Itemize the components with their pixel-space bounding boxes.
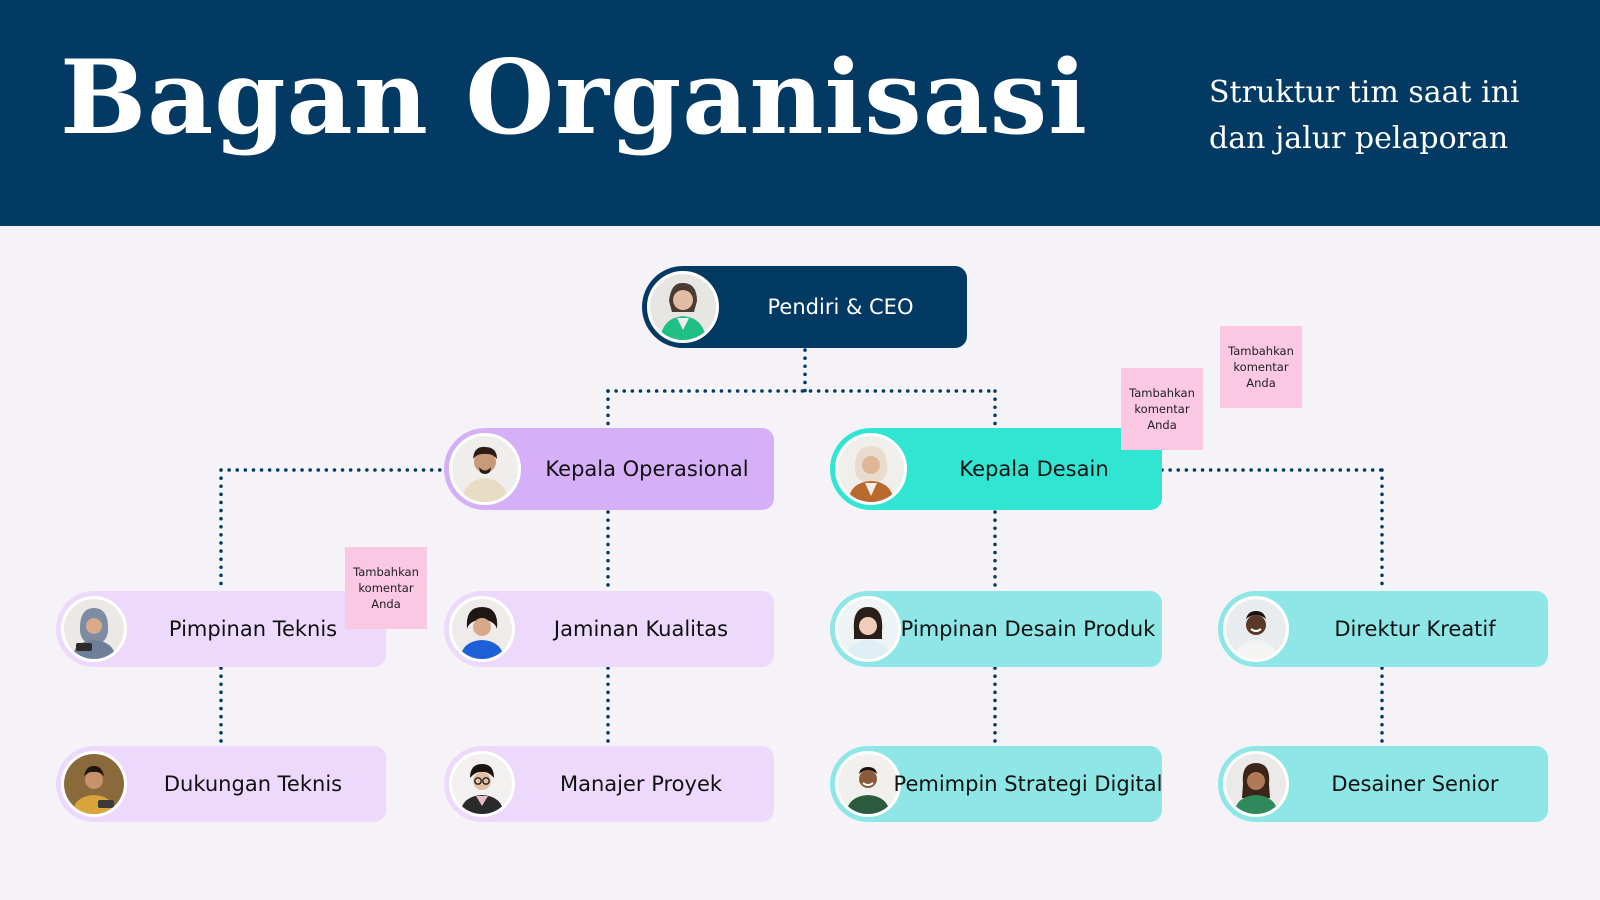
comment-note-line-1: Tambahkan — [353, 565, 419, 579]
avatar-tech-support — [61, 751, 127, 817]
avatar-senior-designer — [1223, 751, 1289, 817]
node-product-design-lead-label: Pimpinan Desain Produk — [900, 617, 1156, 641]
node-ceo-label: Pendiri & CEO — [767, 295, 914, 319]
node-creative-director-label: Direktur Kreatif — [1334, 617, 1496, 641]
node-design-head-label: Kepala Desain — [959, 457, 1109, 481]
node-senior-designer[interactable]: Desainer Senior — [1218, 746, 1548, 822]
node-tech-lead[interactable]: Pimpinan Teknis — [56, 591, 386, 667]
comment-note[interactable]: Tambahkan komentar Anda — [1121, 368, 1203, 450]
avatar-project-manager — [449, 751, 515, 817]
page-subtitle: Struktur tim saat ini dan jalur pelapora… — [1209, 70, 1549, 162]
node-digital-strategy-lead[interactable]: Pemimpin Strategi Digital — [830, 746, 1162, 822]
avatar-tech-lead — [61, 596, 127, 662]
connector-ops-left — [219, 468, 446, 592]
subtitle-line-1: Struktur tim saat ini — [1209, 75, 1520, 110]
avatar-qa — [449, 596, 515, 662]
node-tech-support-label: Dukungan Teknis — [163, 772, 343, 796]
avatar-digital-strategy-lead — [835, 751, 901, 817]
comment-note-line-1: Tambahkan — [1228, 344, 1294, 358]
node-tech-lead-label: Pimpinan Teknis — [168, 617, 338, 641]
node-qa[interactable]: Jaminan Kualitas — [444, 591, 774, 667]
comment-note-line-2: komentar Anda — [358, 581, 414, 611]
node-qa-label: Jaminan Kualitas — [553, 617, 729, 641]
avatar-creative-director — [1223, 596, 1289, 662]
node-ops-head[interactable]: Kepala Operasional — [444, 428, 774, 510]
node-creative-director[interactable]: Direktur Kreatif — [1218, 591, 1548, 667]
comment-note[interactable]: Tambahkan komentar Anda — [1220, 326, 1302, 408]
node-design-head[interactable]: Kepala Desain — [830, 428, 1162, 510]
node-project-manager[interactable]: Manajer Proyek — [444, 746, 774, 822]
avatar-ops-head — [449, 433, 521, 505]
node-tech-support[interactable]: Dukungan Teknis — [56, 746, 386, 822]
node-project-manager-label: Manajer Proyek — [559, 772, 723, 796]
comment-note-line-2: komentar Anda — [1233, 360, 1289, 390]
comment-note[interactable]: Tambahkan komentar Anda — [345, 547, 427, 629]
node-digital-strategy-lead-label: Pemimpin Strategi Digital — [893, 772, 1163, 796]
node-ops-head-label: Kepala Operasional — [545, 457, 749, 481]
avatar-design-head — [835, 433, 907, 505]
header-banner: Bagan Organisasi Struktur tim saat ini d… — [0, 0, 1600, 226]
avatar-product-design-lead — [835, 596, 901, 662]
subtitle-line-2: dan jalur pelaporan — [1209, 121, 1509, 156]
comment-note-line-2: komentar Anda — [1134, 402, 1190, 432]
page-title: Bagan Organisasi — [60, 38, 1088, 158]
node-senior-designer-label: Desainer Senior — [1331, 772, 1499, 796]
connector-design-right — [1160, 468, 1384, 592]
avatar-ceo — [647, 271, 719, 343]
node-ceo[interactable]: Pendiri & CEO — [642, 266, 967, 348]
comment-note-line-1: Tambahkan — [1129, 386, 1195, 400]
node-product-design-lead[interactable]: Pimpinan Desain Produk — [830, 591, 1162, 667]
